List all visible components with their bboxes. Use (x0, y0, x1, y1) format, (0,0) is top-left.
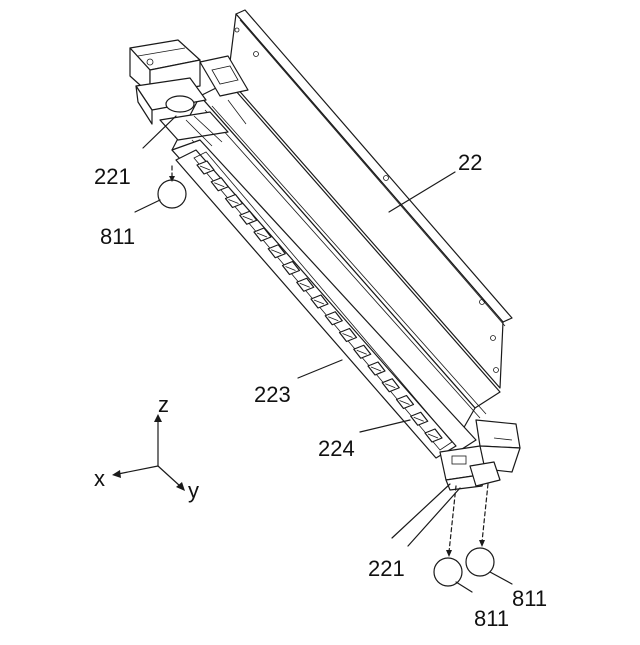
x-arrow-icon (112, 470, 121, 478)
axis-triad: z x y (94, 392, 199, 503)
axis-label-z: z (158, 392, 169, 417)
x-axis-line (118, 466, 158, 474)
circle-811-bottom-left (434, 558, 462, 586)
label-223: 223 (254, 382, 291, 407)
label-811-bottom-left: 811 (474, 606, 509, 631)
leader-224 (360, 420, 410, 432)
leader-811-br (490, 572, 512, 584)
label-221-bottom: 221 (368, 556, 405, 581)
leader-811-top (135, 200, 160, 212)
label-221-top: 221 (94, 164, 131, 189)
axis-label-y: y (188, 478, 199, 503)
y-axis-line (158, 466, 180, 486)
circle-811-top (158, 180, 186, 208)
leader-223 (298, 360, 342, 378)
leader-221-bottom-a (392, 484, 450, 538)
label-811-bottom-right: 811 (512, 586, 547, 611)
axis-label-x: x (94, 466, 105, 491)
leader-811-bl (456, 582, 472, 592)
label-811-top: 811 (100, 224, 135, 249)
label-22: 22 (458, 150, 482, 175)
label-224: 224 (318, 436, 355, 461)
